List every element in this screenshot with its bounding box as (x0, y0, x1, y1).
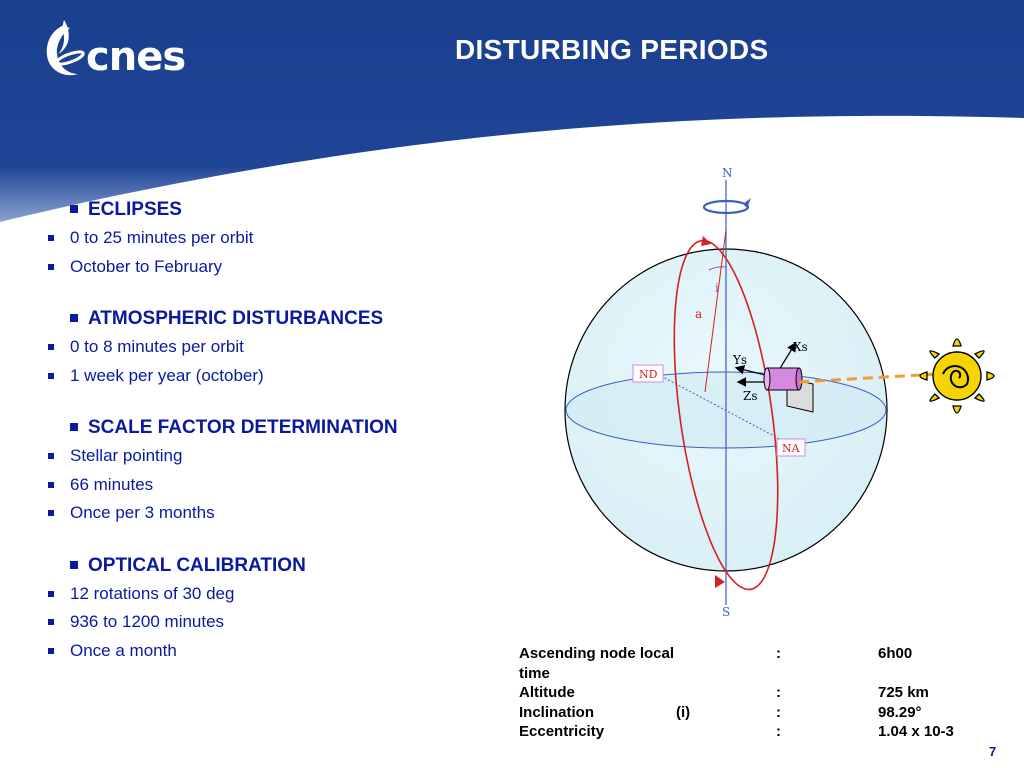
list-item: Stellar pointing (0, 442, 508, 471)
section-heading: ECLIPSES (68, 196, 508, 224)
square-bullet-icon (48, 510, 54, 516)
rotation-arrow (702, 199, 750, 215)
satellite (763, 367, 814, 413)
node-line (660, 375, 790, 445)
orbit-path (673, 239, 779, 591)
param-label: Altitude (519, 684, 575, 701)
square-bullet-icon (48, 481, 54, 488)
square-bullet-icon (48, 647, 54, 654)
list-item-text: October to February (70, 256, 223, 276)
param-sym (676, 644, 776, 683)
param-sym: (i) (676, 703, 691, 721)
param-sep: : (776, 703, 781, 721)
sun-icon (919, 338, 995, 414)
param-sep: : (776, 645, 781, 662)
list-item: 1 week per year (october) (0, 362, 508, 391)
list-item: 0 to 25 minutes per orbit (0, 224, 508, 253)
list-item-text: 12 rotations of 30 deg (70, 583, 235, 603)
table-row: Ascending node local time: 6h00 (519, 644, 978, 683)
section-heading: SCALE FACTOR DETERMINATION (68, 414, 508, 442)
argument-label: a (695, 307, 702, 321)
cnes-logo: cnes (46, 20, 186, 80)
list-item-text: Once per 3 months (70, 503, 215, 522)
descending-node-label: ND (639, 368, 658, 381)
zs-label: Zs (743, 389, 758, 403)
section-heading-text: SCALE FACTOR DETERMINATION (88, 417, 398, 438)
table-row: Eccentricity: 1.04 x 10-3 (519, 722, 978, 742)
param-sym (676, 722, 776, 742)
ascending-node-label: NA (782, 442, 801, 455)
square-bullet-icon (48, 453, 54, 459)
list-item-text: 66 minutes (70, 474, 154, 494)
square-bullet-icon (70, 560, 78, 569)
page-number: 7 (989, 744, 997, 759)
param-sep: : (776, 723, 781, 740)
page-title: DISTURBING PERIODS (455, 34, 769, 65)
north-label: N (722, 166, 733, 180)
square-bullet-icon (70, 423, 78, 431)
header-band (0, 0, 1024, 225)
square-bullet-icon (48, 263, 54, 270)
inclination-label: i (715, 281, 719, 295)
list-item: 66 minutes (0, 471, 508, 500)
list-item-text: 0 to 25 minutes per orbit (70, 228, 254, 247)
section-heading-text: ECLIPSES (88, 199, 182, 220)
table-row: Inclination (i): 98.29° (519, 703, 978, 723)
section: OPTICAL CALIBRATION 12 rotations of 30 de… (48, 552, 508, 666)
square-bullet-icon (70, 314, 78, 322)
orbit-diagram: N S i a ND NA Xs Ys Zs (564, 166, 995, 619)
list-item: Once per 3 months (0, 499, 508, 528)
section-heading: ATMOSPHERIC DISTURBANCES (68, 305, 508, 333)
section-heading-text: ATMOSPHERIC DISTURBANCES (88, 308, 384, 329)
xs-label: Xs (793, 340, 808, 354)
square-bullet-icon (48, 344, 54, 350)
param-label: Inclination (519, 703, 594, 721)
list-item: 0 to 8 minutes per orbit (0, 333, 508, 362)
square-bullet-icon (48, 590, 54, 597)
square-bullet-icon (48, 235, 54, 241)
square-bullet-icon (48, 372, 54, 379)
param-sep: : (776, 684, 781, 701)
south-label: S (722, 605, 730, 619)
square-bullet-icon (48, 619, 54, 625)
list-item-text: 1 week per year (october) (70, 365, 264, 385)
logo-text: cnes (86, 34, 185, 80)
section-heading: OPTICAL CALIBRATION (68, 552, 508, 580)
section-heading-text: OPTICAL CALIBRATION (88, 554, 306, 576)
param-label: Ascending node local time (519, 645, 675, 682)
param-value: 6h00 (878, 645, 913, 662)
ys-label: Ys (732, 353, 747, 367)
list-item-text: 0 to 8 minutes per orbit (70, 337, 244, 356)
list-item: 936 to 1200 minutes (0, 608, 508, 637)
section: SCALE FACTOR DETERMINATION Stellar pointi… (48, 414, 508, 528)
section: ATMOSPHERIC DISTURBANCES 0 to 8 minutes p… (48, 305, 508, 390)
param-value: 1.04 x 10-3 (878, 723, 954, 740)
list-item-text: Once a month (70, 640, 177, 660)
list-item-text: Stellar pointing (70, 446, 183, 465)
param-label: Eccentricity (519, 723, 605, 740)
table-row: Altitude: 725 km (519, 683, 978, 703)
list-item: October to February (0, 253, 508, 282)
list-item-text: 936 to 1200 minutes (70, 612, 225, 631)
param-value: 725 km (878, 684, 929, 701)
param-sym (676, 683, 776, 703)
square-bullet-icon (70, 205, 78, 213)
list-item: 12 rotations of 30 deg (0, 580, 508, 609)
param-value: 98.29° (878, 703, 922, 721)
list-item: Once a month (0, 637, 508, 666)
sun-line (798, 372, 938, 384)
